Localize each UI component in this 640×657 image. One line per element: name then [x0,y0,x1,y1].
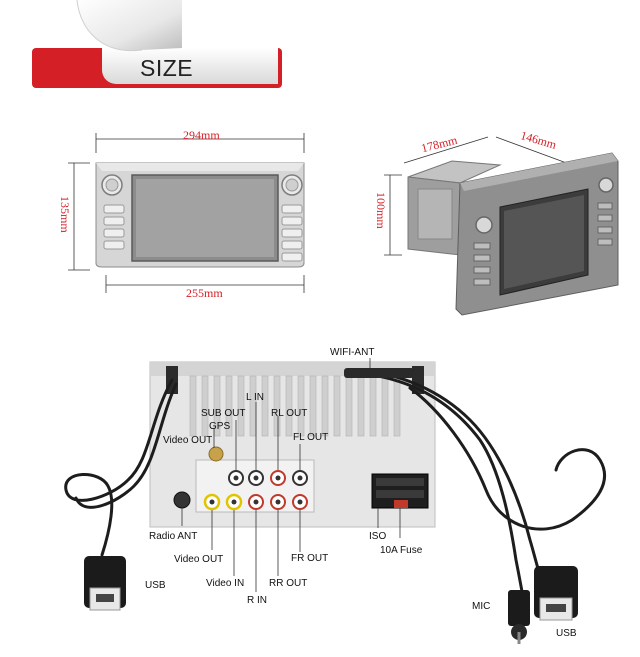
page-title: SIZE [140,55,194,81]
sub-out-label: SUB OUT [201,408,246,419]
video-in-label: Video IN [206,578,245,589]
fuse-label: 10A Fuse [380,545,423,556]
l-in-label: L IN [246,392,264,403]
mic-label: MIC [472,601,491,612]
rear-wiring-diagram [64,358,607,644]
usb-right-plug [534,566,578,621]
video-out-top-label: Video OUT [163,435,213,446]
fr-out-label: FR OUT [291,553,329,564]
usb-right-label: USB [556,628,577,639]
usb-left-plug [84,556,126,611]
banner-fold-decoration [76,0,182,52]
mic-plug [508,590,530,644]
size-banner: SIZE [32,48,282,88]
rl-out-label: RL OUT [271,408,308,419]
gps-label: GPS [209,421,231,432]
rr-out-label: RR OUT [269,578,308,589]
usb-left-label: USB [145,580,166,591]
r-in-label: R IN [247,595,267,606]
front-bottom-width-label: 255mm [186,286,223,300]
front-view-diagram [68,133,305,293]
front-width-label: 294mm [183,128,220,142]
iso-label: ISO [369,531,387,542]
wifi-ant-label: WIFI-ANT [330,347,375,358]
video-out-bottom-label: Video OUT [174,554,224,565]
fl-out-label: FL OUT [293,432,329,443]
side-view-diagram [384,136,619,316]
radio-ant-label: Radio ANT [149,531,198,542]
side-height-label: 100mm [374,192,388,229]
front-height-label: 135mm [58,196,72,233]
banner-highlight [102,48,278,84]
